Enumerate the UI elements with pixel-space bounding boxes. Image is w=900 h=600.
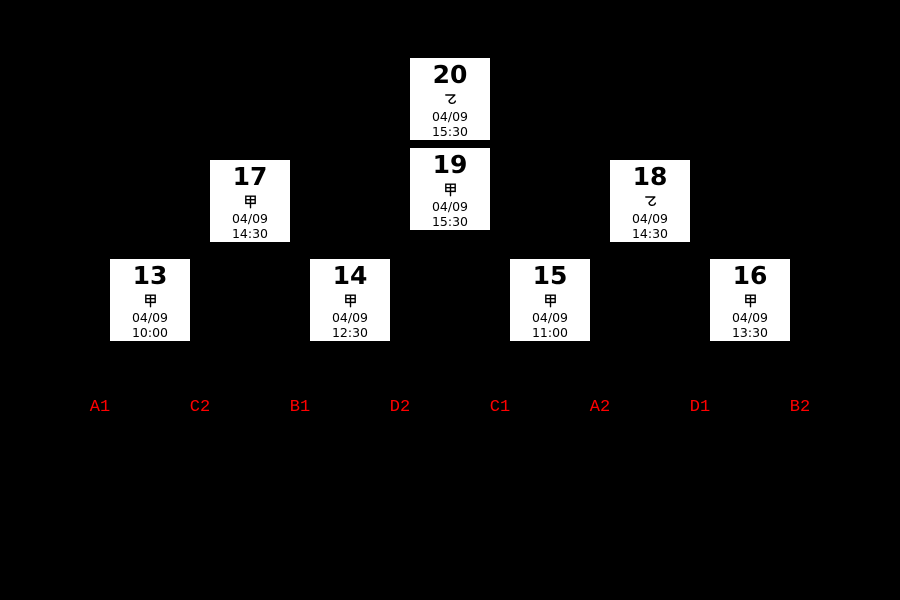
group-character-icon: [110, 290, 190, 310]
match-time: 13:30: [731, 325, 769, 340]
group-character-icon: [410, 89, 490, 109]
match-date: 04/09: [131, 310, 169, 325]
match-time: 14:30: [631, 226, 669, 241]
match-date: 04/09: [331, 310, 369, 325]
match-date: 04/09: [631, 211, 669, 226]
group-character-icon: [510, 290, 590, 310]
match-box-13: 13 04/09 10:00: [110, 259, 190, 341]
match-number: 15: [532, 261, 568, 290]
match-date: 04/09: [731, 310, 769, 325]
match-box-17: 17 04/09 14:30: [210, 160, 290, 242]
match-number: 16: [732, 261, 768, 290]
group-character-icon: [310, 290, 390, 310]
match-date: 04/09: [431, 109, 469, 124]
group-character-icon: [410, 179, 490, 199]
match-box-16: 16 04/09 13:30: [710, 259, 790, 341]
match-number: 13: [132, 261, 168, 290]
seed-label: A1: [89, 398, 111, 417]
seed-label: C1: [489, 398, 511, 417]
match-date: 04/09: [431, 199, 469, 214]
match-number: 14: [332, 261, 368, 290]
match-number: 18: [632, 162, 668, 191]
seed-label: D1: [689, 398, 711, 417]
match-box-20: 20 04/09 15:30: [410, 58, 490, 140]
group-character-icon: [610, 191, 690, 211]
seed-label: D2: [389, 398, 411, 417]
group-character-icon: [710, 290, 790, 310]
match-time: 15:30: [431, 124, 469, 139]
match-number: 17: [232, 162, 268, 191]
match-box-18: 18 04/09 14:30: [610, 160, 690, 242]
seed-label: B1: [289, 398, 311, 417]
match-time: 11:00: [531, 325, 569, 340]
match-time: 10:00: [131, 325, 169, 340]
match-date: 04/09: [531, 310, 569, 325]
match-number: 19: [432, 150, 468, 179]
seed-label: C2: [189, 398, 211, 417]
match-number: 20: [432, 60, 468, 89]
match-time: 12:30: [331, 325, 369, 340]
match-box-19: 19 04/09 15:30: [410, 148, 490, 230]
match-box-14: 14 04/09 12:30: [310, 259, 390, 341]
match-time: 15:30: [431, 214, 469, 229]
group-character-icon: [210, 191, 290, 211]
match-time: 14:30: [231, 226, 269, 241]
seed-label: B2: [789, 398, 811, 417]
match-box-15: 15 04/09 11:00: [510, 259, 590, 341]
match-date: 04/09: [231, 211, 269, 226]
seed-label: A2: [589, 398, 611, 417]
